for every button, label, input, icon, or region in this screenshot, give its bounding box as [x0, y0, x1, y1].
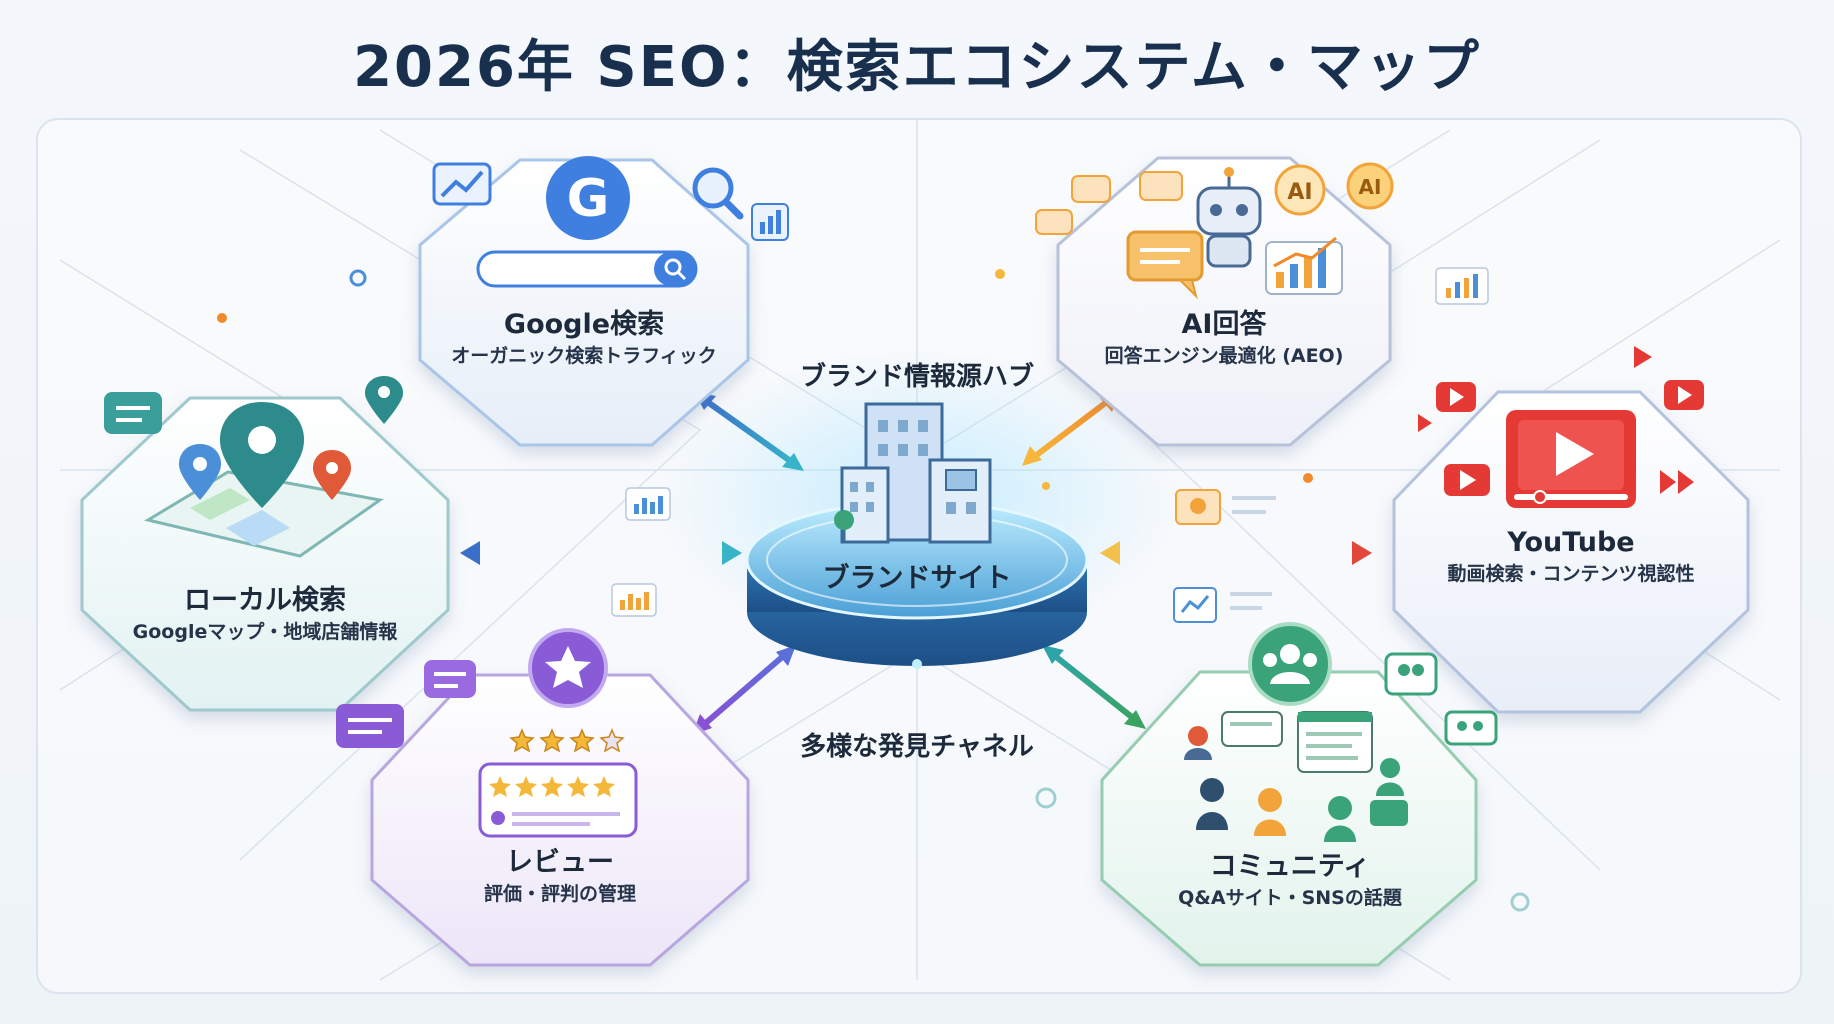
node-ai-subtitle: 回答エンジン最適化 (AEO): [1104, 345, 1344, 367]
arrow-youtube: [1100, 541, 1372, 565]
node-community[interactable]: [1100, 670, 1478, 967]
meeting-people-icon: [1184, 726, 1408, 842]
map-icon: [144, 470, 384, 558]
map-pin-icon: [178, 376, 404, 508]
arrow-review: [692, 645, 796, 735]
robot-icon: [1196, 167, 1262, 268]
google-logo-icon: G: [546, 156, 630, 240]
node-ai-title: AI回答: [1181, 309, 1267, 340]
ai-badge-icon: AI AI: [1274, 162, 1394, 216]
forum-window-icon: [1221, 711, 1373, 773]
bar-chart-icon: [751, 203, 789, 241]
node-local-subtitle: Googleマップ・地域店舗情報: [132, 621, 398, 643]
search-bar: [476, 250, 698, 288]
rating-stars: [509, 728, 625, 753]
chat-bubble-icon: [1035, 171, 1204, 300]
google-logo-letter: G: [567, 169, 610, 229]
node-local-title: ローカル検索: [184, 585, 346, 616]
message-icon: [104, 392, 162, 434]
arrow-local: [460, 541, 742, 565]
decor-mini-charts: [217, 267, 1530, 912]
node-google[interactable]: [418, 158, 750, 447]
node-local-label: ローカル検索 Googleマップ・地域店舗情報: [100, 584, 430, 646]
node-community-subtitle: Q&Aサイト・SNSの話題: [1178, 887, 1402, 909]
arrow-community: [1042, 645, 1146, 729]
hub-bottom-caption: 多様な発見チャネル: [800, 732, 1034, 762]
community-side-icons: [1384, 652, 1498, 746]
growth-chart-icon: [1265, 236, 1343, 295]
building-icon: [834, 402, 992, 544]
node-local[interactable]: [80, 396, 450, 712]
page-title: 2026年 SEO：検索エコシステム・マップ: [353, 35, 1481, 100]
node-youtube-subtitle: 動画検索・コンテンツ視認性: [1447, 563, 1695, 585]
node-google-subtitle: オーガニック検索トラフィック: [451, 345, 717, 367]
svg-text:AI: AI: [1359, 175, 1382, 199]
brand-site-hub[interactable]: [745, 500, 1089, 669]
node-google-title: Google検索: [503, 309, 665, 340]
node-ai-label: AI回答 回答エンジン最適化 (AEO): [1064, 308, 1384, 370]
youtube-play-icon: [1506, 410, 1636, 508]
review-chat-icons: [336, 660, 476, 748]
star-icon: [528, 628, 608, 708]
node-google-label: Google検索 オーガニック検索トラフィック: [434, 308, 734, 370]
hub-caption: ブランド情報源ハブ: [799, 362, 1034, 392]
node-ai[interactable]: [1056, 156, 1392, 447]
node-youtube-title: YouTube: [1507, 527, 1635, 558]
node-community-label: コミュニティ Q&Aサイト・SNSの話題: [1140, 850, 1440, 912]
search-icon: [692, 167, 744, 220]
node-review-subtitle: 評価・評判の管理: [483, 883, 636, 905]
review-card-icon: [478, 762, 638, 838]
node-community-title: コミュニティ: [1209, 851, 1371, 882]
node-review-label: レビュー 評価・評判の管理: [410, 846, 710, 908]
hub-label[interactable]: ブランドサイト: [822, 563, 1012, 594]
svg-text:AI: AI: [1287, 180, 1312, 205]
node-review-title: レビュー: [506, 847, 614, 878]
trend-chart-icon: [432, 162, 492, 206]
youtube-mini-icons: [1418, 346, 1704, 496]
node-youtube-label: YouTube 動画検索・コンテンツ視認性: [1404, 526, 1738, 588]
community-people-icon: [1248, 622, 1332, 706]
